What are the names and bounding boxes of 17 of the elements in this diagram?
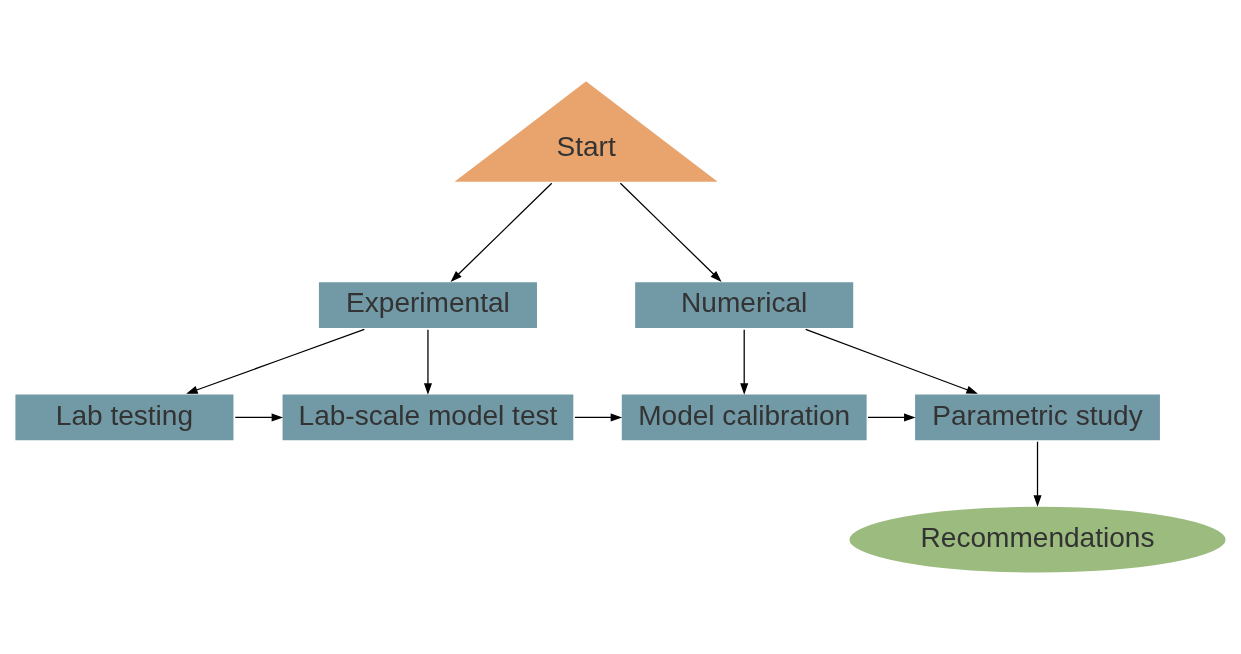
arrow xyxy=(423,329,432,395)
arrow xyxy=(867,413,916,422)
node-ellipse: Recommendations xyxy=(846,504,1229,575)
arrow xyxy=(1033,441,1042,507)
arrow xyxy=(574,413,623,422)
node-box: Lab testing xyxy=(12,391,237,443)
arrow xyxy=(619,182,722,282)
node-box: Experimental xyxy=(316,279,540,331)
node-box: Lab-scale model test xyxy=(280,391,576,443)
node-box: Numerical xyxy=(632,279,856,331)
arrow xyxy=(740,329,749,395)
arrow xyxy=(805,328,978,394)
arrow xyxy=(450,182,553,282)
arrow xyxy=(186,328,365,394)
node-box: Parametric study xyxy=(912,391,1163,443)
arrow xyxy=(234,413,284,422)
node-box: Model calibration xyxy=(619,391,870,443)
